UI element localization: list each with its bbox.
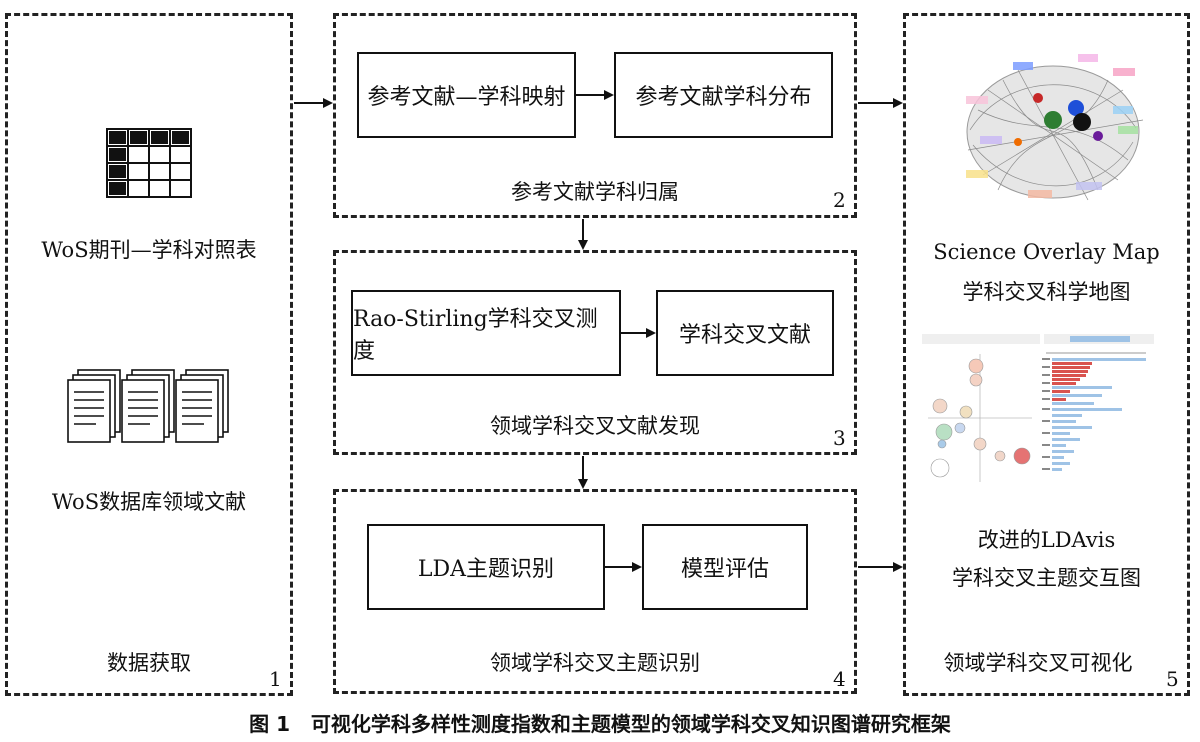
panel4-number: 4 — [833, 667, 846, 691]
box-rao-stirling-measure: Rao-Stirling学科交叉测度 — [351, 290, 621, 376]
label-wos-domain-literature: WoS数据库领域文献 — [51, 490, 247, 514]
figure-number: 图 1 — [249, 712, 290, 736]
box-reference-discipline-distribution: 参考文献学科分布 — [614, 52, 833, 138]
panel3-number: 3 — [833, 426, 846, 450]
box-reference-discipline-mapping: 参考文献—学科映射 — [357, 52, 576, 138]
panel5-title: 领域学科交叉可视化 — [943, 651, 1133, 675]
panel-topic-identification — [333, 489, 857, 694]
panel4-title: 领域学科交叉主题识别 — [490, 651, 700, 675]
label-improved-ldavis: 改进的LDAvis — [977, 528, 1116, 552]
figure-caption-text: 可视化学科多样性测度指数和主题模型的领域学科交叉知识图谱研究框架 — [310, 712, 951, 736]
panel2-number: 2 — [833, 188, 846, 212]
label-interdisciplinary-topic-map: 学科交叉主题交互图 — [952, 566, 1141, 590]
label-science-map-cn: 学科交叉科学地图 — [962, 280, 1131, 304]
table-icon — [106, 128, 192, 198]
label-science-overlay-map: Science Overlay Map — [933, 240, 1160, 264]
panel-interdisciplinary-discovery — [333, 250, 857, 455]
box-lda-topic-identification: LDA主题识别 — [367, 524, 605, 610]
panel3-title: 领域学科交叉文献发现 — [490, 414, 700, 438]
panel2-title: 参考文献学科归属 — [511, 180, 679, 204]
panel-visualization — [903, 13, 1190, 696]
panel5-number: 5 — [1166, 667, 1179, 691]
panel-reference-discipline — [333, 13, 857, 218]
label-wos-journal-table: WoS期刊—学科对照表 — [41, 238, 257, 262]
panel1-number: 1 — [269, 667, 282, 691]
panel-data-acquisition — [5, 13, 293, 696]
box-interdisciplinary-literature: 学科交叉文献 — [656, 290, 834, 376]
panel1-title: 数据获取 — [107, 651, 191, 675]
documents-icon — [67, 369, 229, 443]
ldavis-image — [920, 332, 1156, 492]
science-overlay-map-image — [958, 50, 1148, 218]
figure-caption: 图 1 可视化学科多样性测度指数和主题模型的领域学科交叉知识图谱研究框架 — [0, 708, 1200, 737]
box-model-evaluation: 模型评估 — [642, 524, 808, 610]
